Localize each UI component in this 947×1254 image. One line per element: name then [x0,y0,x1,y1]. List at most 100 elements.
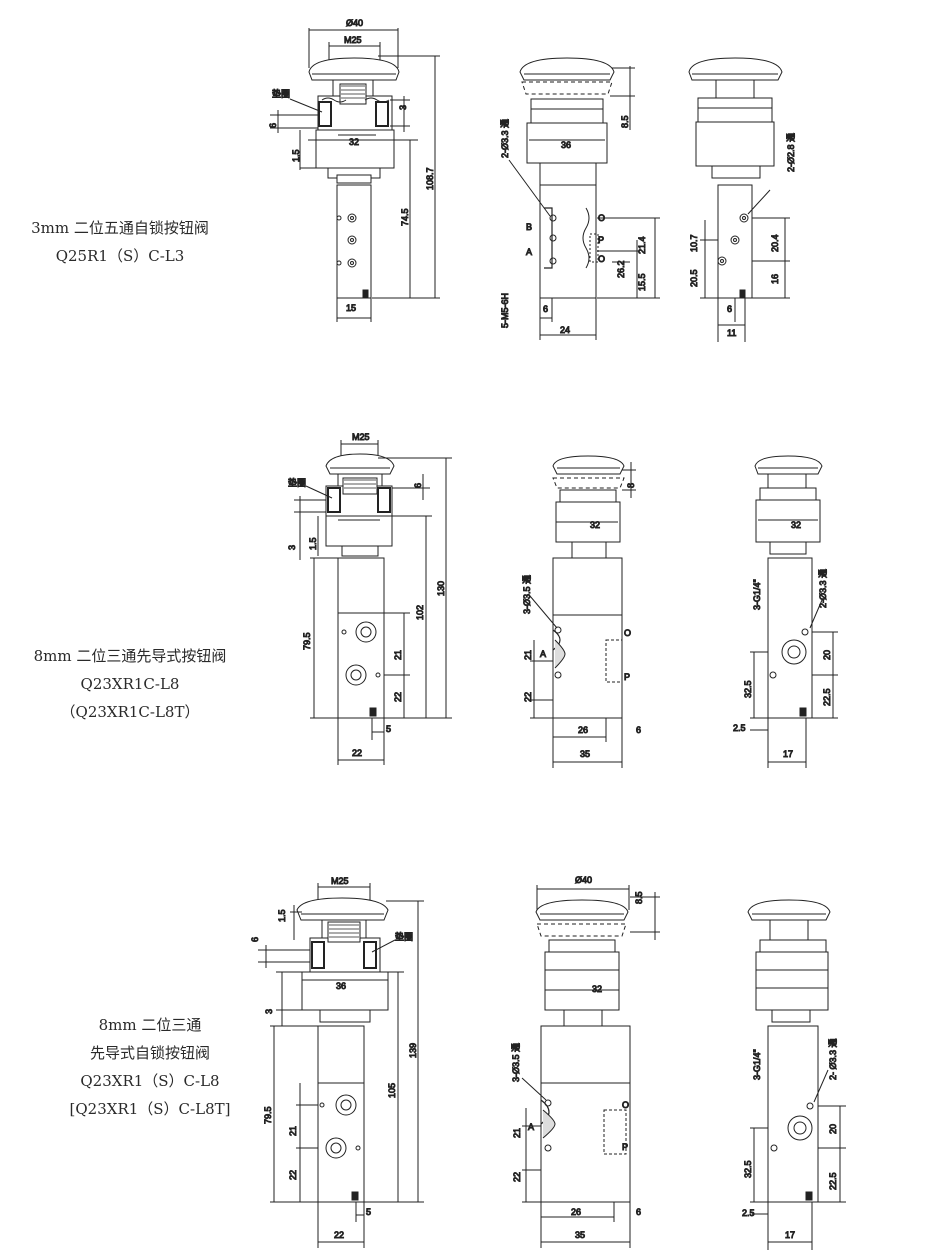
dim-22-row2: 22 [352,748,362,758]
port-b-row1: B [526,222,532,232]
dim-hole-2-3-3: 2-Ø3.3 通 [500,119,510,158]
dim-6-row3: 6 [250,937,260,942]
dim-32-row2c: 32 [791,520,801,530]
port-o-row1: O [598,213,605,223]
dim-6-row2b: 6 [636,725,641,735]
row1-side-view [508,57,660,340]
caption-2-line-3: （Q23XR1C-L8T） [60,703,200,721]
dim-11: 11 [727,328,736,338]
dim-3-row3: 3 [264,1009,274,1014]
dim-m25-row2: M25 [352,432,370,442]
dim-26-row3: 26 [571,1207,581,1217]
dim-hole-2-3-3-row2: 2-Ø3.3 通 [818,569,828,608]
dim-36-row1: 36 [561,140,571,150]
dim-22-row2c: 22 [523,692,533,702]
dim-32-row2b: 32 [590,520,600,530]
dim-hole-2-3-3-row3: 2- Ø3.3 通 [828,1038,838,1080]
port-o-row2: O [624,628,631,638]
caption-3-line-2: 先导式自锁按钮阀 [89,1044,210,1062]
dim-6-row1c: 6 [727,304,732,314]
dim-32-5-row2: 32.5 [743,680,753,698]
dim-79-5-row3: 79.5 [263,1106,273,1124]
row3-back-view [747,899,846,1250]
port-o-row3: O [622,1100,629,1110]
dim-21-row2: 21 [393,650,403,660]
caption-3-line-1: 8mm 二位三通 [98,1016,202,1034]
dim-3-row1: 3 [398,105,408,110]
dim-105: 105 [387,1083,397,1098]
dim-g14-row2: 3-G1/4" [752,579,762,610]
caption-model-3: 8mm 二位三通 先导式自锁按钮阀 Q23XR1（S）C-L8 [Q23XR1（… [50,1011,250,1123]
dim-130: 130 [436,581,446,596]
dim-3-row2: 3 [287,545,297,550]
dim-22-row2b: 22 [393,692,403,702]
dim-22-row3b: 22 [288,1170,298,1180]
dim-32-5-row3: 32.5 [743,1160,753,1178]
dim-24-row1: 24 [560,325,570,335]
dim-m5-thread: 5-M5-6H [500,293,510,328]
dim-1-5-row1: 1.5 [291,149,301,162]
dim-8-row2: 8 [626,483,636,488]
dim-1-5-row3: 1.5 [277,909,287,922]
caption-1-line-1: 3mm 二位五通自锁按钮阀 [31,219,209,237]
dim-17-row2: 17 [783,749,793,759]
caption-3-line-4: [Q23XR1（S）C-L8T] [69,1100,231,1118]
row2-back-view [750,455,838,768]
dim-32-row3b: 32 [592,984,602,994]
row3-side-view [521,885,660,1248]
dim-g14-row3: 3-G1/4" [752,1049,762,1080]
dim-36-row3: 36 [336,981,346,991]
dim-m25-row3: M25 [331,876,349,886]
port-o2-row1: O [598,254,605,264]
row1-back-view [688,57,790,342]
label-gasket-row3: 垫圈 [395,931,413,942]
dim-d40-row3: Ø40 [575,875,592,885]
label-gasket-row2: 垫圈 [288,477,306,488]
dim-1-5-row2: 1.5 [308,537,318,550]
dim-79-5-row2: 79.5 [302,632,312,650]
caption-3-line-3: Q23XR1（S）C-L8 [80,1072,220,1090]
dim-hole-2-2-8: 2-Ø2.8 通 [786,133,796,172]
dim-139: 139 [408,1043,418,1058]
dim-5-row3: 5 [366,1207,371,1217]
dim-21-row2b: 21 [523,650,533,660]
port-p-row1: P [598,235,604,245]
dim-74-5: 74.5 [400,208,410,226]
dim-m25-row1: M25 [344,35,362,45]
port-a-row3: A [528,1122,534,1132]
row2-side-view [529,455,636,768]
dim-6-row1: 6 [268,123,278,128]
dim-35-row3: 35 [575,1230,585,1240]
dim-6-row3b: 6 [636,1207,641,1217]
row2-front-view [294,440,452,765]
dim-20-4: 20.4 [770,234,780,252]
dim-hole-3-3-5-row2: 3-Ø3.5 通 [522,575,532,614]
dim-26-row2: 26 [578,725,588,735]
dim-102: 102 [415,605,425,620]
dim-d40-row1: Ø40 [346,18,363,28]
dim-22-row3: 22 [334,1230,344,1240]
port-p-row2: P [624,672,630,682]
caption-model-1: 3mm 二位五通自锁按钮阀 Q25R1（S）C-L3 [30,214,210,270]
dim-108-7: 108.7 [425,167,435,190]
dim-26-2: 26.2 [616,260,626,278]
caption-model-2: 8mm 二位三通先导式按钮阀 Q23XR1C-L8 （Q23XR1C-L8T） [30,642,230,726]
dim-6-row1b: 6 [543,304,548,314]
dim-15-row1: 15 [346,303,356,313]
label-gasket-row1: 垫圈 [272,88,290,99]
dim-6-row2: 6 [413,483,423,488]
row3-front-view [258,883,424,1248]
port-a-row1: A [526,247,532,257]
caption-2-line-2: Q23XR1C-L8 [80,675,180,693]
dim-20-5: 20.5 [689,269,699,287]
dim-10-7: 10.7 [689,234,699,252]
dim-5-row2: 5 [386,724,391,734]
dim-21-row3: 21 [288,1126,298,1136]
caption-2-line-1: 8mm 二位三通先导式按钮阀 [33,647,227,665]
dim-2-5-row2: 2.5 [733,723,746,733]
dim-16: 16 [770,274,780,284]
port-p-row3: P [622,1142,628,1152]
dim-35-row2: 35 [580,749,590,759]
dim-17-row3: 17 [785,1230,795,1240]
